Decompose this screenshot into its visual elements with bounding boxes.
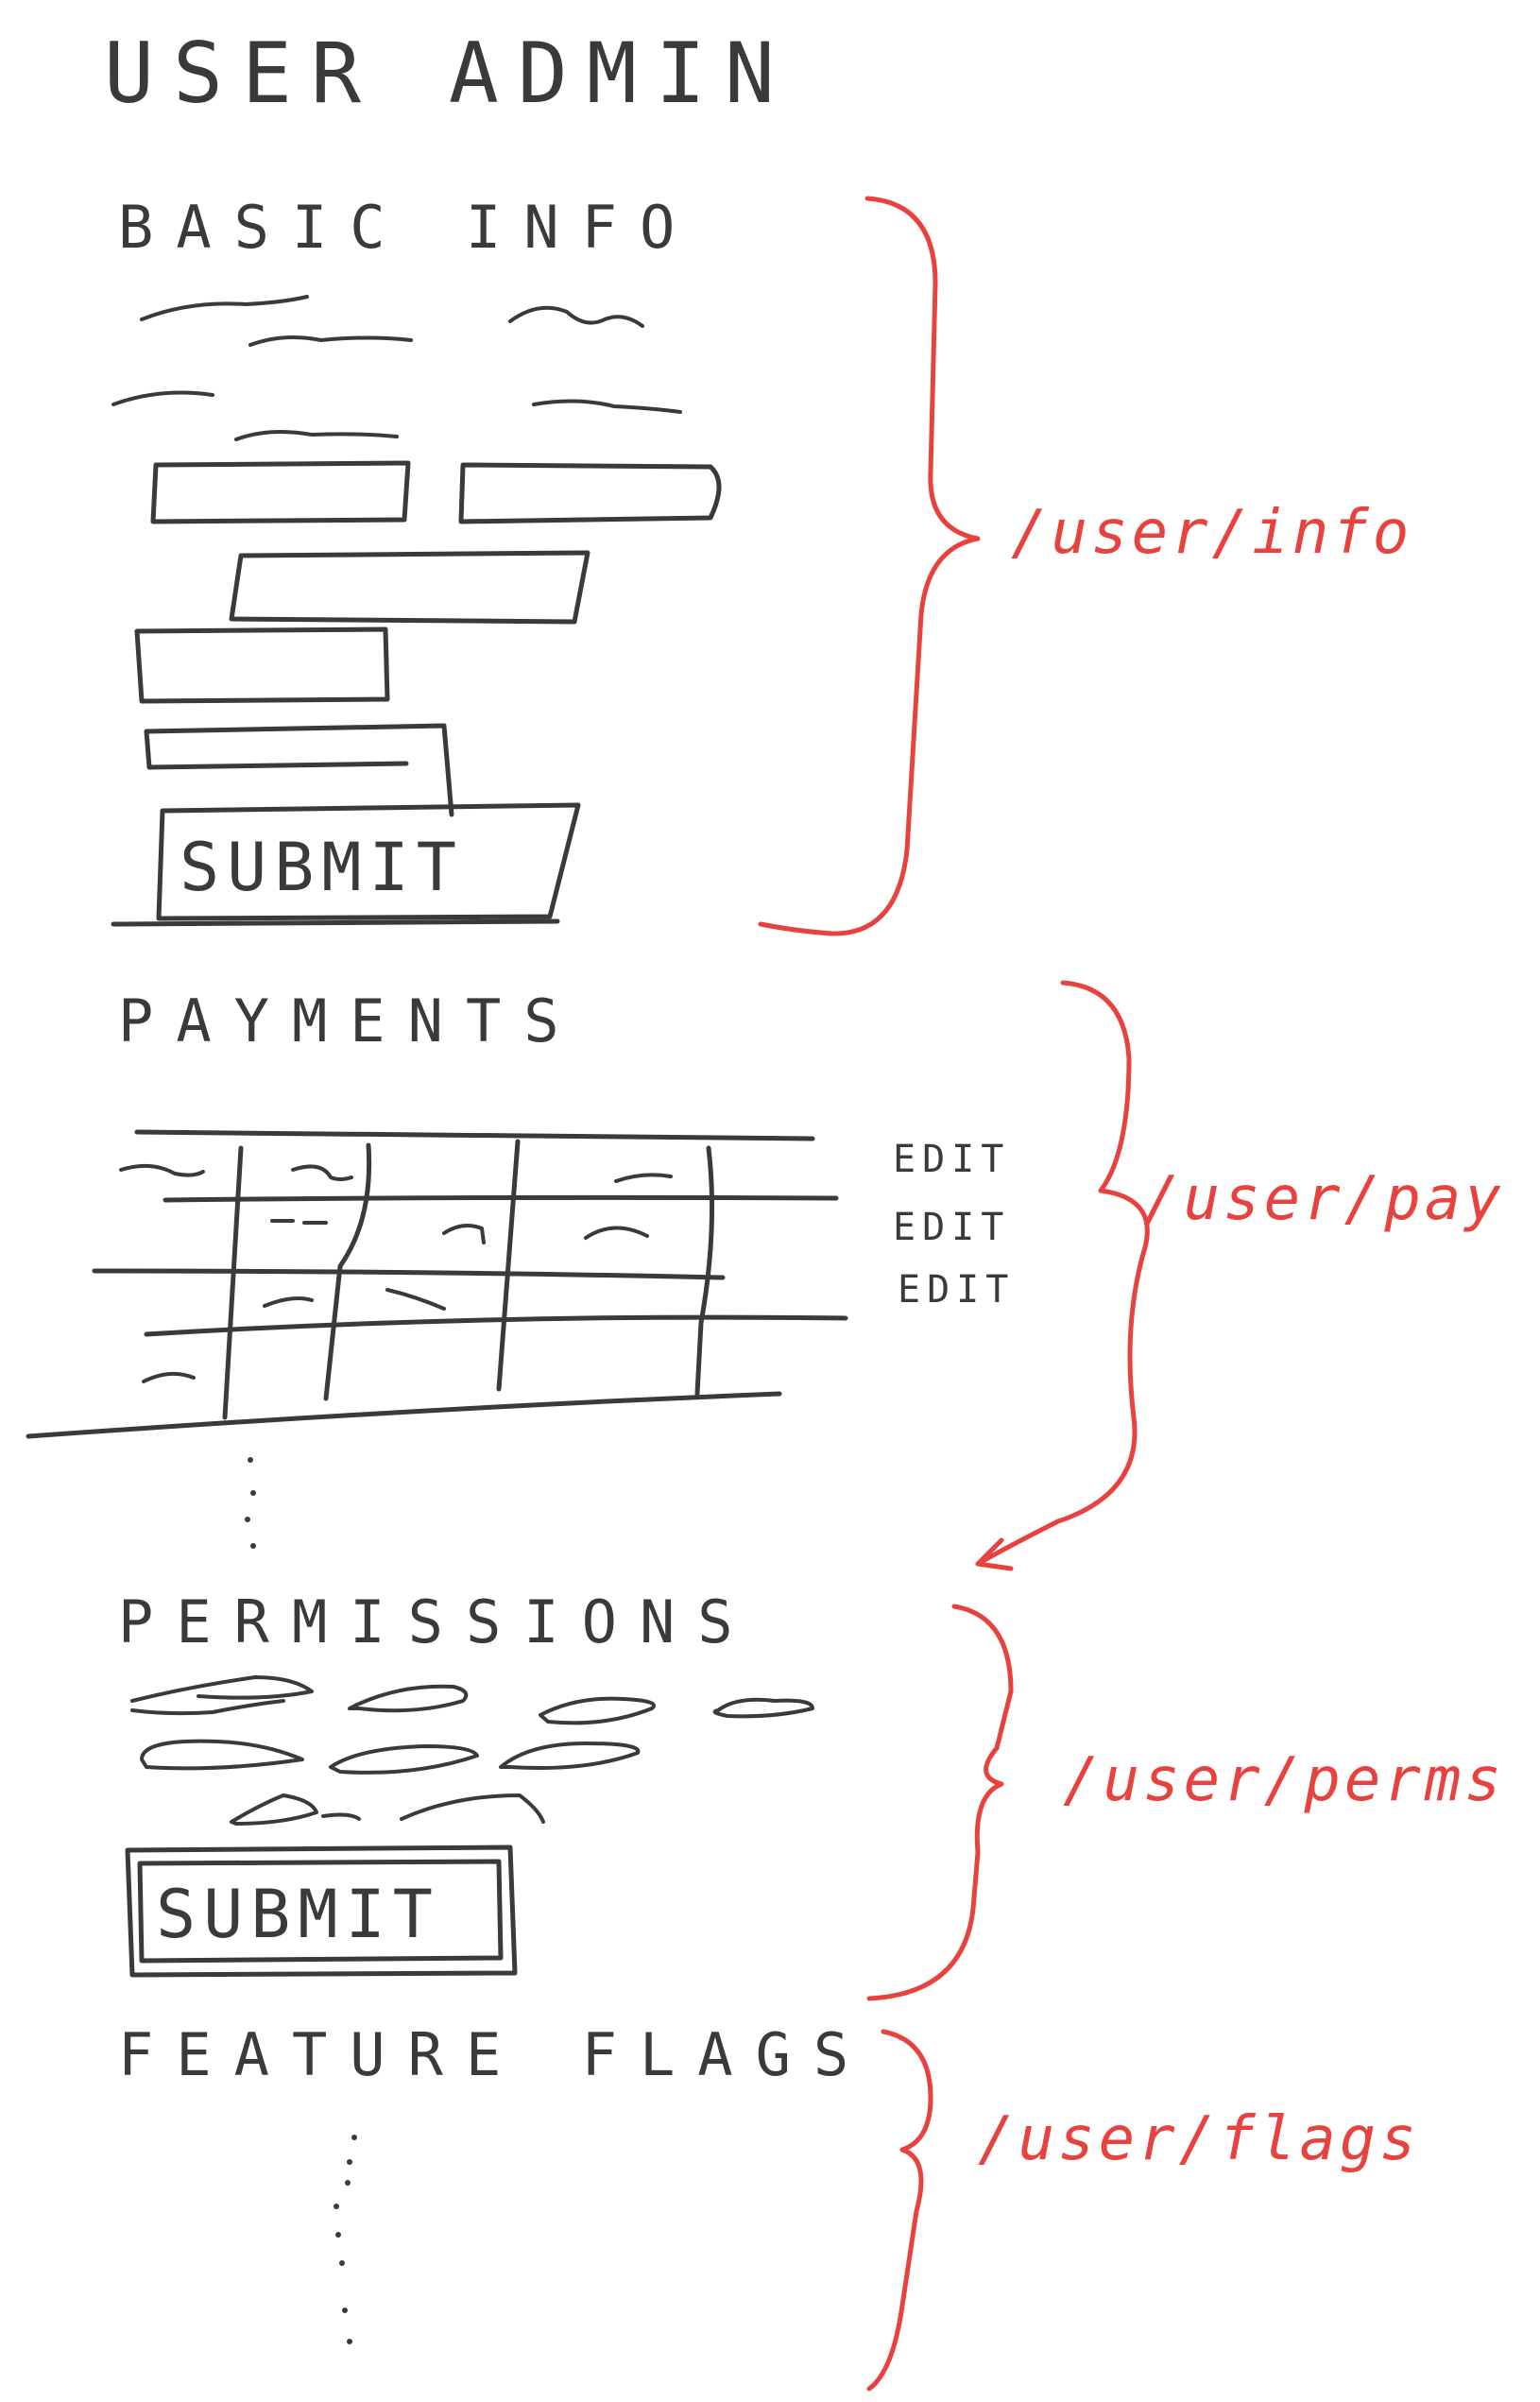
table-column-line <box>323 1142 372 1401</box>
table-column-line <box>222 1145 244 1420</box>
edit-link[interactable]: EDIT <box>893 1138 1010 1181</box>
table-row-line <box>134 1129 815 1141</box>
text-input-field[interactable] <box>134 626 390 704</box>
payments-table <box>26 1129 848 1439</box>
payments-route-label: /user/pay <box>1143 1164 1505 1234</box>
basic-info-label-squiggles <box>111 295 682 441</box>
permissions-section: PERMISSIONS SUBMIT /user/perms <box>118 1587 1505 2001</box>
route-brace <box>866 2029 933 2392</box>
text-input-field[interactable] <box>144 723 454 817</box>
permission-option-squiggle <box>400 1793 545 1824</box>
permission-option-squiggle <box>712 1697 814 1719</box>
table-row-line <box>26 1391 782 1439</box>
feature-flags-section: FEATURE FLAGS /user/flags <box>118 2020 1420 2392</box>
basic-info-section: BASIC INFO SUBMIT /user/info <box>111 193 1412 936</box>
table-row-line <box>92 1268 726 1280</box>
submit-button-label: SUBMIT <box>156 1876 440 1953</box>
feature-flags-route-label: /user/flags <box>978 2104 1420 2174</box>
permission-option-squiggle <box>499 1741 641 1770</box>
more-flags-ellipsis-icon <box>334 2135 357 2344</box>
more-rows-ellipsis-icon <box>245 1457 256 1549</box>
text-input-field[interactable] <box>229 550 590 625</box>
cell-squiggle <box>263 1296 314 1308</box>
cell-squiggle <box>584 1226 649 1240</box>
permission-option-squiggle <box>130 1699 285 1716</box>
edit-link[interactable]: EDIT <box>898 1268 1015 1312</box>
payments-section: PAYMENTS EDIT EDIT EDIT <box>26 980 1505 1571</box>
submit-button-border <box>125 1844 518 1978</box>
edit-link[interactable]: EDIT <box>893 1206 1010 1249</box>
permissions-submit-button[interactable]: SUBMIT <box>125 1844 518 1978</box>
cell-squiggle <box>614 1173 673 1183</box>
label-squiggle <box>508 305 644 328</box>
table-row-line <box>163 1194 839 1203</box>
label-squiggle <box>140 295 309 321</box>
permissions-route-label: /user/perms <box>1063 1745 1505 1815</box>
label-squiggle <box>111 390 214 406</box>
permission-option-squiggle <box>130 1675 314 1703</box>
permission-option-squiggle <box>539 1696 656 1725</box>
route-brace <box>975 980 1150 1567</box>
label-squiggle <box>248 335 413 347</box>
cell-squiggle <box>142 1371 196 1383</box>
cell-squiggle <box>385 1288 446 1311</box>
label-squiggle <box>234 429 399 441</box>
permission-option-squiggle <box>140 1739 304 1771</box>
route-brace-arrowhead <box>975 1537 1014 1571</box>
text-input-field[interactable] <box>458 462 722 524</box>
permission-option-squiggle <box>321 1812 361 1821</box>
cell-squiggle <box>291 1164 353 1181</box>
permission-option-squiggle <box>329 1744 479 1775</box>
route-brace <box>758 196 981 936</box>
permission-options <box>130 1675 814 1826</box>
cell-squiggle <box>119 1163 205 1177</box>
permission-option-squiggle <box>230 1793 318 1826</box>
feature-flags-heading: FEATURE FLAGS <box>118 2020 871 2089</box>
cell-squiggle <box>442 1223 486 1244</box>
table-column-line <box>694 1145 715 1397</box>
page-title: USER ADMIN <box>104 25 794 122</box>
permission-option-squiggle <box>348 1684 469 1713</box>
basic-info-submit-button[interactable]: SUBMIT <box>111 802 581 927</box>
text-input-field[interactable] <box>150 460 411 524</box>
table-column-line <box>496 1139 521 1392</box>
submit-button-label: SUBMIT <box>180 829 464 906</box>
label-squiggle <box>532 399 682 414</box>
route-brace <box>866 1604 1014 2001</box>
cell-squiggle <box>270 1219 328 1225</box>
basic-info-heading: BASIC INFO <box>118 193 697 262</box>
submit-button-border <box>111 802 581 927</box>
basic-info-route-label: /user/info <box>1011 498 1412 568</box>
permissions-heading: PERMISSIONS <box>118 1587 756 1656</box>
payments-heading: PAYMENTS <box>118 987 582 1055</box>
table-row-line <box>144 1314 848 1337</box>
